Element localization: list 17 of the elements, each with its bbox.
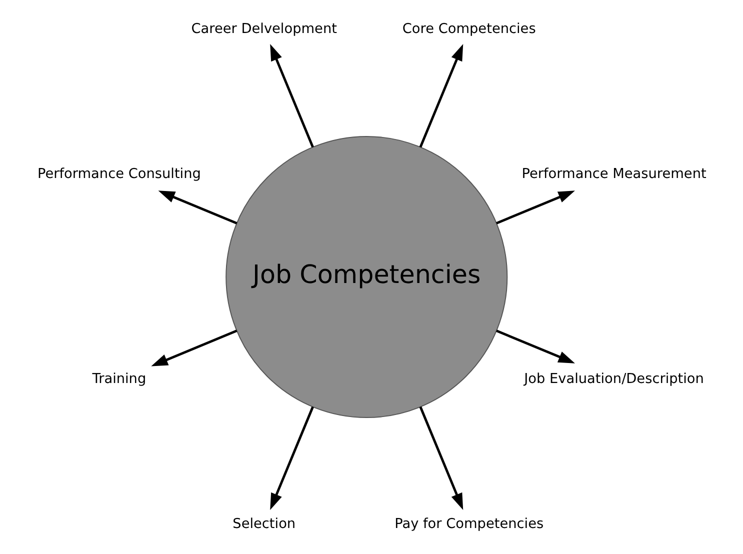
node-text: Career Delvelopment [191, 21, 337, 38]
arrow [496, 330, 575, 364]
node-text: Performance Consulting [37, 166, 201, 182]
node-text: Core Competencies [402, 21, 536, 38]
node-text: Training [92, 371, 146, 388]
arrow [158, 190, 238, 224]
node-text: Performance Measurement [522, 166, 706, 182]
node-text: Job Evaluation/Description [524, 371, 704, 388]
arrow [151, 330, 238, 366]
arrow [419, 44, 464, 148]
node-text: Selection [232, 516, 296, 532]
arrow [270, 44, 314, 148]
node-text: Pay for Competencies [394, 516, 544, 532]
node-circle: Job Competencies [226, 136, 508, 418]
arrow [496, 190, 575, 224]
arrow [419, 406, 464, 510]
arrow [270, 406, 314, 510]
